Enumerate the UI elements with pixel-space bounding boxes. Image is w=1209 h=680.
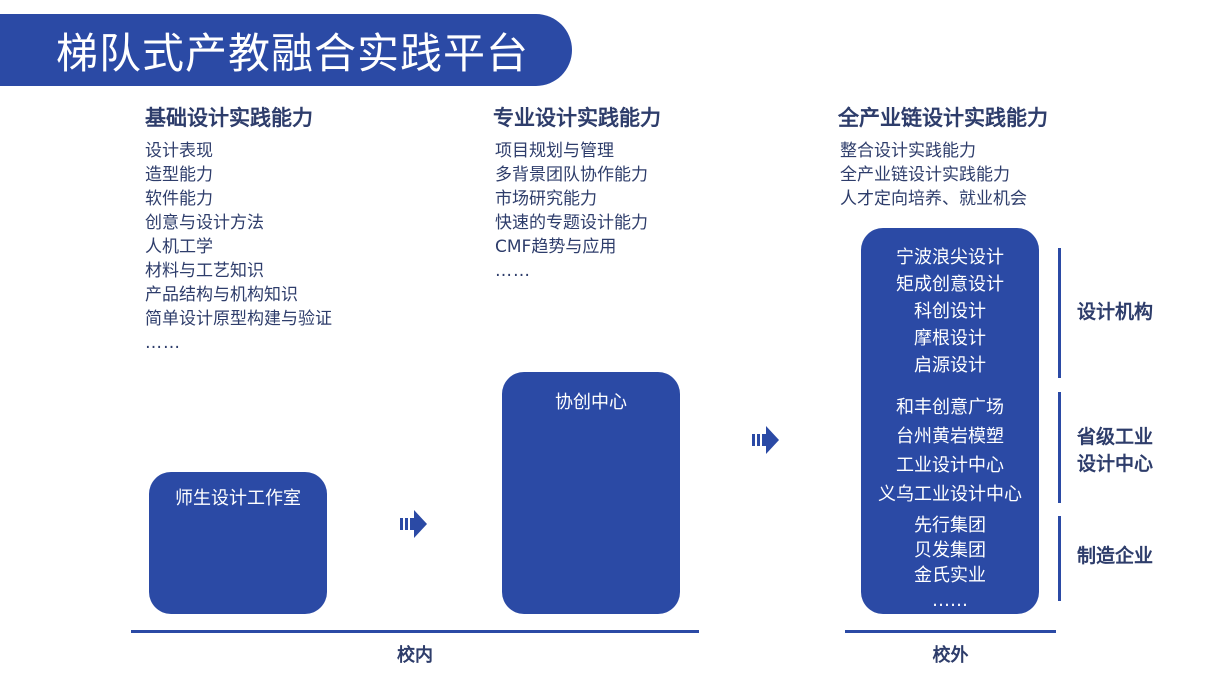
- list-item: 产品结构与机构知识: [145, 285, 298, 305]
- category-provincial-line2: 设计中心: [1077, 453, 1154, 475]
- partner-item: 贝发集团: [914, 540, 986, 561]
- partner-item: 先行集团: [914, 515, 986, 536]
- list-item: 造型能力: [145, 165, 213, 185]
- partner-item: 矩成创意设计: [896, 274, 1004, 295]
- partner-item: 工业设计中心: [896, 455, 1004, 476]
- list-item: 简单设计原型构建与验证: [145, 309, 332, 329]
- list-item: 快速的专题设计能力: [495, 213, 648, 233]
- label-outside: 校外: [932, 645, 969, 666]
- list-item: 人机工学: [145, 237, 213, 257]
- label-inside: 校内: [397, 645, 433, 666]
- list-item: 创意与设计方法: [145, 213, 264, 233]
- heading-professional: 专业设计实践能力: [493, 106, 661, 130]
- partner-item: 摩根设计: [914, 328, 986, 349]
- page-title: 梯队式产教融合实践平台: [0, 14, 572, 86]
- box-studio: 师生设计工作室: [149, 472, 327, 614]
- list-item: 材料与工艺知识: [145, 261, 264, 281]
- partner-group-provincial: 和丰创意广场 台州黄岩模塑 工业设计中心 义乌工业设计中心: [861, 393, 1039, 509]
- bracket-line-provincial: [1058, 392, 1061, 503]
- list-item: 项目规划与管理: [495, 141, 614, 161]
- list-professional: 项目规划与管理 多背景团队协作能力 市场研究能力 快速的专题设计能力 CMF趋势…: [495, 139, 648, 283]
- list-item: 设计表现: [145, 141, 213, 161]
- heading-basic: 基础设计实践能力: [145, 106, 313, 130]
- partner-item: 科创设计: [914, 301, 986, 322]
- category-provincial-line1: 省级工业: [1077, 426, 1154, 448]
- baseline-inside: [131, 630, 699, 633]
- partner-item-ellipsis: ……: [932, 590, 968, 611]
- arrow-right-icon: [400, 510, 427, 538]
- category-design: 设计机构: [1077, 301, 1154, 323]
- partner-item: 义乌工业设计中心: [878, 484, 1022, 505]
- list-item-ellipsis: ……: [145, 333, 181, 353]
- partner-item: 宁波浪尖设计: [896, 247, 1004, 268]
- partner-item: 金氏实业: [914, 565, 986, 586]
- list-industry-chain: 整合设计实践能力 全产业链设计实践能力 人才定向培养、就业机会: [840, 139, 1027, 211]
- list-basic: 设计表现 造型能力 软件能力 创意与设计方法 人机工学 材料与工艺知识 产品结构…: [145, 139, 332, 355]
- partner-item: 和丰创意广场: [896, 397, 1004, 418]
- list-item: 多背景团队协作能力: [495, 165, 648, 185]
- list-item: 全产业链设计实践能力: [840, 165, 1010, 185]
- heading-industry-chain: 全产业链设计实践能力: [838, 106, 1048, 130]
- partner-group-enterprise: 先行集团 贝发集团 金氏实业 ……: [861, 513, 1039, 613]
- list-item: 市场研究能力: [495, 189, 597, 209]
- box-cocreate: 协创中心: [502, 372, 680, 614]
- bracket-line-enterprise: [1058, 516, 1061, 601]
- box-studio-label: 师生设计工作室: [175, 488, 301, 509]
- list-item: CMF趋势与应用: [495, 237, 617, 257]
- arrow-right-icon: [752, 426, 779, 454]
- category-enterprise: 制造企业: [1077, 545, 1154, 567]
- partner-item: 启源设计: [914, 355, 986, 376]
- list-item: 软件能力: [145, 189, 213, 209]
- box-partners: 宁波浪尖设计 矩成创意设计 科创设计 摩根设计 启源设计 和丰创意广场 台州黄岩…: [861, 228, 1039, 614]
- list-item: 人才定向培养、就业机会: [840, 189, 1027, 209]
- baseline-outside: [845, 630, 1056, 633]
- bracket-line-design: [1058, 248, 1061, 378]
- partner-item: 台州黄岩模塑: [896, 426, 1004, 447]
- list-item-ellipsis: ……: [495, 261, 531, 281]
- list-item: 整合设计实践能力: [840, 141, 976, 161]
- box-cocreate-label: 协创中心: [555, 392, 627, 413]
- partner-group-design: 宁波浪尖设计 矩成创意设计 科创设计 摩根设计 启源设计: [861, 244, 1039, 379]
